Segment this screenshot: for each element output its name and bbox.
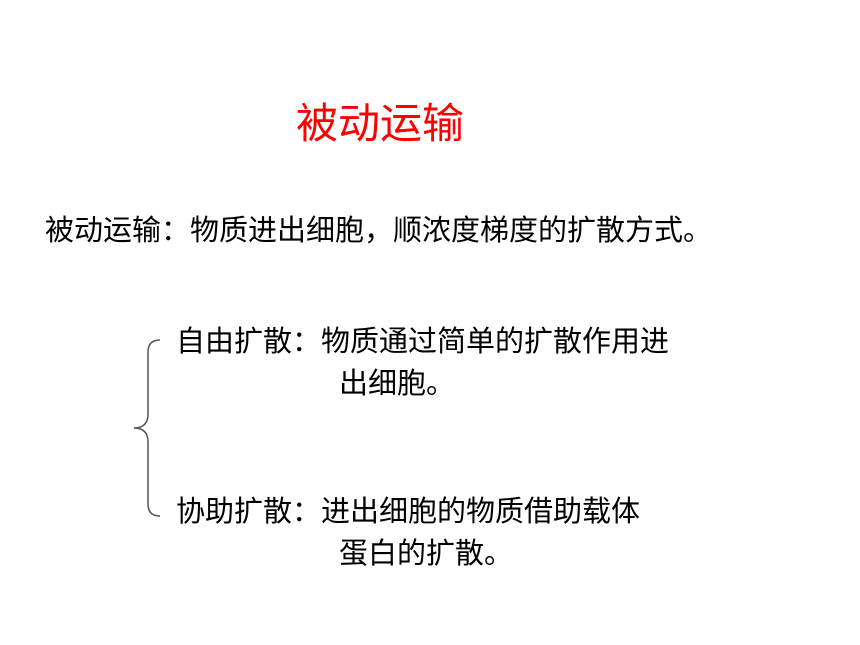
free-diffusion-item: 自由扩散：物质通过简单的扩散作用进 出细胞。 — [176, 320, 669, 404]
facilitated-diffusion-description-line1: 进出细胞的物质借助载体 — [321, 494, 641, 528]
free-diffusion-term: 自由扩散： — [176, 324, 322, 358]
facilitated-diffusion-description-line2: 蛋白的扩散。 — [339, 536, 514, 570]
curly-brace-icon — [133, 339, 161, 517]
definition-text: 被动运输：物质进出细胞，顺浓度梯度的扩散方式。 — [45, 213, 713, 247]
free-diffusion-description-line2: 出细胞。 — [339, 366, 456, 400]
facilitated-diffusion-term: 协助扩散： — [176, 494, 322, 528]
facilitated-diffusion-item: 协助扩散：进出细胞的物质借助载体 蛋白的扩散。 — [176, 490, 640, 574]
slide-title: 被动运输 — [296, 99, 465, 148]
free-diffusion-description-line1: 物质通过简单的扩散作用进 — [321, 324, 670, 358]
